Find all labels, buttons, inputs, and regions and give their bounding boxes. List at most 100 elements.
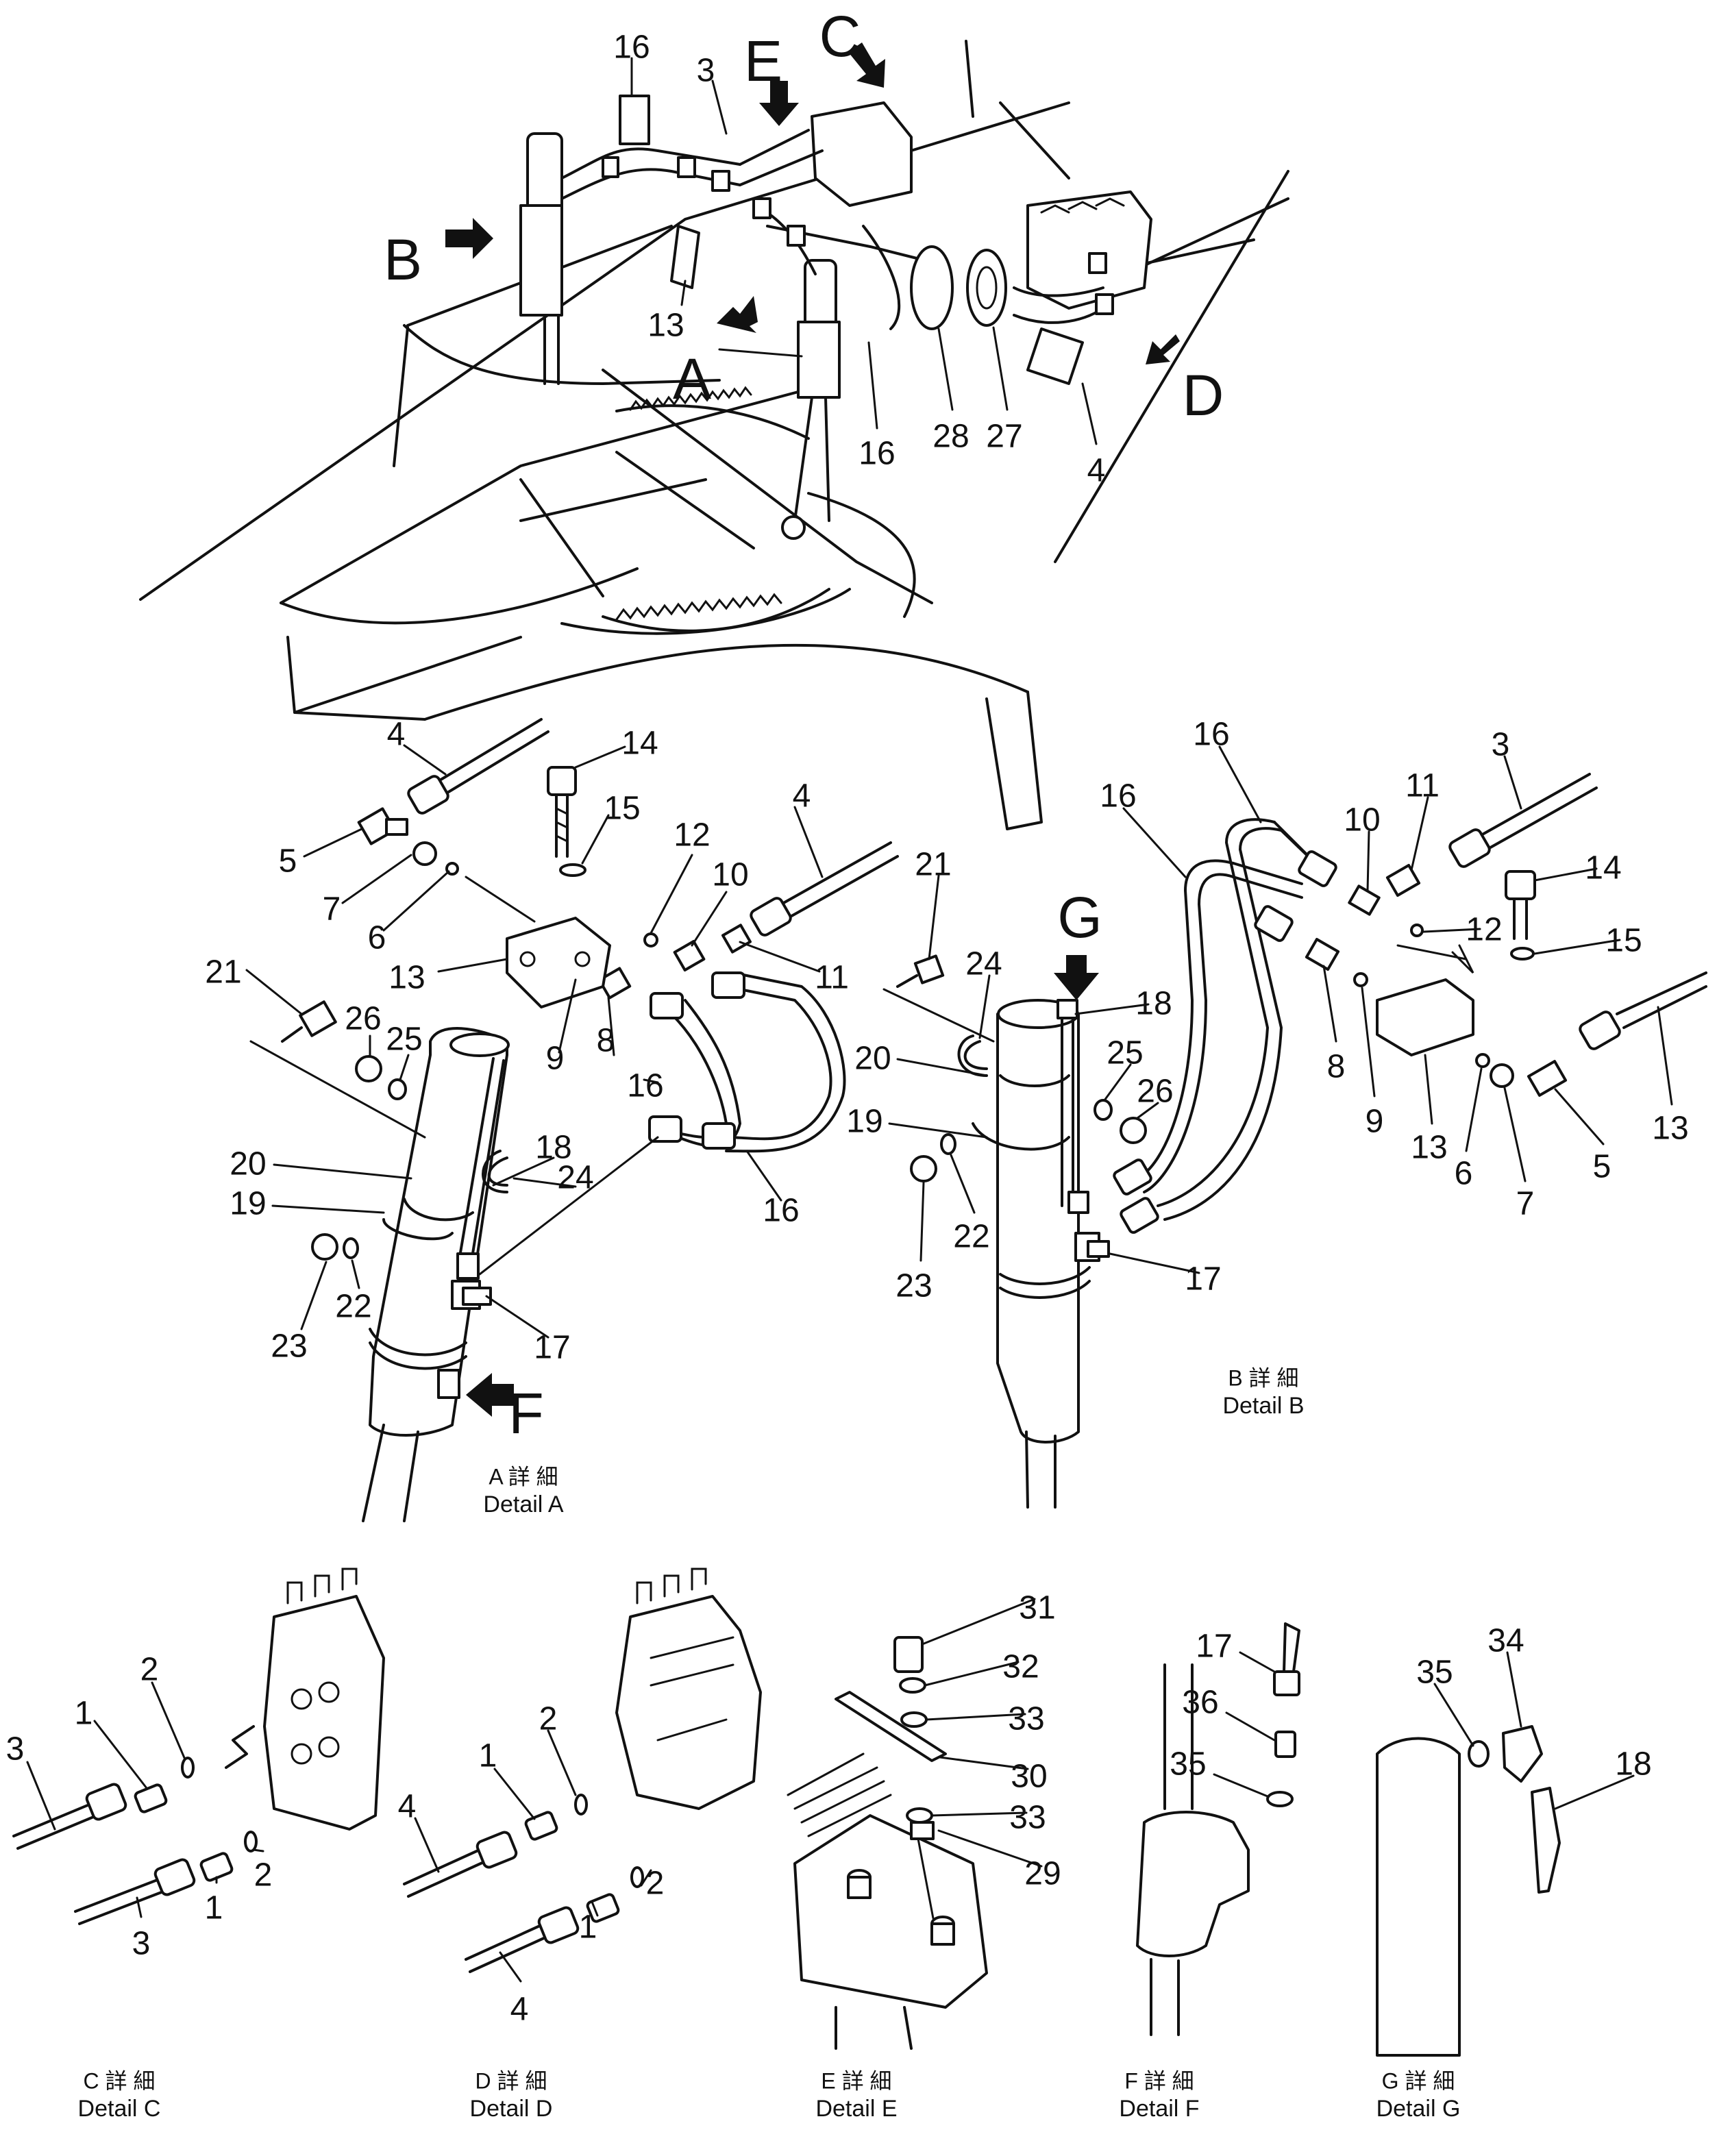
callout-number: 26 bbox=[1137, 1074, 1173, 1110]
callout-number: 18 bbox=[535, 1130, 571, 1166]
callout-number: 21 bbox=[205, 954, 241, 991]
callout-number: 11 bbox=[1405, 768, 1440, 804]
callout-number: 7 bbox=[1516, 1186, 1535, 1222]
callout-number: 8 bbox=[597, 1023, 615, 1059]
detail-a-drawing bbox=[245, 718, 899, 1522]
callout-number: 8 bbox=[1327, 1049, 1346, 1085]
callout-number: 4 bbox=[1087, 453, 1106, 489]
callout-number: 16 bbox=[613, 29, 650, 66]
callout-number: 36 bbox=[1182, 1685, 1218, 1721]
callout-number: 33 bbox=[1008, 1701, 1044, 1737]
callout-number: 25 bbox=[386, 1021, 422, 1058]
detail-caption-en: Detail A bbox=[483, 1491, 563, 1517]
callout-number: 11 bbox=[815, 960, 849, 996]
callout-number: 31 bbox=[1019, 1590, 1055, 1626]
callout-number: 12 bbox=[674, 817, 710, 854]
callout-number: 20 bbox=[854, 1041, 891, 1077]
callout-number: 16 bbox=[627, 1068, 663, 1104]
detail-caption-en: Detail C bbox=[78, 2096, 161, 2122]
callout-number: 6 bbox=[1455, 1156, 1473, 1192]
detail-caption-en: Detail G bbox=[1376, 2096, 1461, 2122]
callout-number: 13 bbox=[388, 960, 425, 996]
detail-f-drawing bbox=[1136, 1622, 1300, 2036]
detail-c-drawing bbox=[12, 1568, 385, 1925]
callout-number: 16 bbox=[1100, 778, 1136, 815]
callout-number: 5 bbox=[279, 843, 297, 880]
callout-number: 10 bbox=[1344, 802, 1380, 839]
callout-number: 2 bbox=[254, 1857, 273, 1894]
detail-caption-en: Detail D bbox=[470, 2096, 553, 2122]
view-letter: C bbox=[819, 4, 861, 69]
callout-number: 2 bbox=[646, 1866, 665, 1902]
callout-number: 3 bbox=[6, 1731, 25, 1768]
callout-number: 24 bbox=[965, 946, 1002, 982]
callout-number: 17 bbox=[1185, 1261, 1221, 1298]
callout-number: 29 bbox=[1024, 1856, 1061, 1892]
view-letter: B bbox=[384, 227, 422, 292]
detail-b-drawing bbox=[882, 745, 1707, 1509]
callout-number: 9 bbox=[1366, 1104, 1384, 1140]
detail-e-drawing bbox=[787, 1598, 1043, 2050]
callout-number: 22 bbox=[953, 1219, 989, 1255]
view-letter: D bbox=[1183, 363, 1224, 428]
callout-number: 35 bbox=[1170, 1746, 1206, 1783]
callout-number: 1 bbox=[75, 1696, 93, 1732]
callout-number: 2 bbox=[539, 1701, 558, 1737]
callout-number: 18 bbox=[1615, 1746, 1651, 1783]
callout-number: 15 bbox=[604, 791, 640, 827]
callout-number: 32 bbox=[1002, 1649, 1039, 1685]
detail-caption-jp: A 詳 細 bbox=[489, 1464, 558, 1489]
callout-number: 35 bbox=[1416, 1655, 1453, 1691]
callout-number: 10 bbox=[712, 857, 748, 893]
callout-number: 33 bbox=[1009, 1800, 1046, 1836]
callout-number: 12 bbox=[1466, 912, 1502, 948]
callout-number: 4 bbox=[398, 1789, 417, 1825]
callout-number: 13 bbox=[1411, 1130, 1447, 1166]
detail-caption-en: Detail F bbox=[1119, 2096, 1199, 2122]
callout-number: 9 bbox=[546, 1041, 565, 1077]
callout-number: 23 bbox=[271, 1328, 307, 1365]
detail-caption-jp: F 詳 細 bbox=[1124, 2068, 1194, 2093]
callout-number: 14 bbox=[1585, 850, 1621, 887]
callout-number: 6 bbox=[368, 920, 386, 956]
detail-caption-jp: E 詳 細 bbox=[821, 2068, 891, 2093]
callout-number: 30 bbox=[1011, 1759, 1047, 1795]
view-letter: G bbox=[1057, 885, 1102, 950]
callout-number: 24 bbox=[557, 1160, 593, 1196]
callout-number: 14 bbox=[621, 726, 658, 762]
detail-d-drawing bbox=[403, 1568, 762, 1983]
detail-caption-en: Detail E bbox=[815, 2096, 897, 2122]
callout-number: 19 bbox=[230, 1186, 266, 1222]
callout-number: 25 bbox=[1107, 1035, 1143, 1071]
callout-number: 13 bbox=[1652, 1111, 1688, 1147]
view-letter: F bbox=[508, 1381, 543, 1446]
callout-number: 2 bbox=[140, 1652, 159, 1688]
callout-number: 4 bbox=[510, 1992, 529, 2028]
callout-number: 4 bbox=[793, 778, 811, 815]
detail-caption-jp: D 詳 細 bbox=[475, 2068, 547, 2093]
callout-number: 18 bbox=[1135, 986, 1172, 1022]
view-letter: E bbox=[744, 29, 782, 93]
callout-number: 7 bbox=[323, 891, 341, 928]
callout-number: 17 bbox=[534, 1330, 570, 1366]
callout-number: 26 bbox=[345, 1001, 381, 1037]
callout-number: 3 bbox=[1492, 727, 1510, 763]
detail-caption-jp: G 詳 細 bbox=[1382, 2068, 1455, 2093]
callout-number: 15 bbox=[1605, 923, 1642, 959]
callout-number: 3 bbox=[132, 1926, 151, 1962]
view-letter: A bbox=[673, 347, 711, 411]
callout-number: 27 bbox=[986, 419, 1022, 455]
detail-caption-en: Detail B bbox=[1222, 1393, 1304, 1419]
callout-number: 5 bbox=[1593, 1149, 1611, 1185]
view-letters: CE B A D G F bbox=[384, 4, 1224, 1446]
callout-number: 20 bbox=[230, 1146, 266, 1182]
detail-caption-jp: C 詳 細 bbox=[84, 2068, 156, 2093]
callout-number: 1 bbox=[205, 1890, 223, 1926]
callout-number: 34 bbox=[1487, 1623, 1524, 1659]
callout-number: 16 bbox=[1193, 717, 1229, 753]
callout-number: 16 bbox=[858, 436, 895, 472]
detail-g-drawing bbox=[1376, 1651, 1635, 2057]
